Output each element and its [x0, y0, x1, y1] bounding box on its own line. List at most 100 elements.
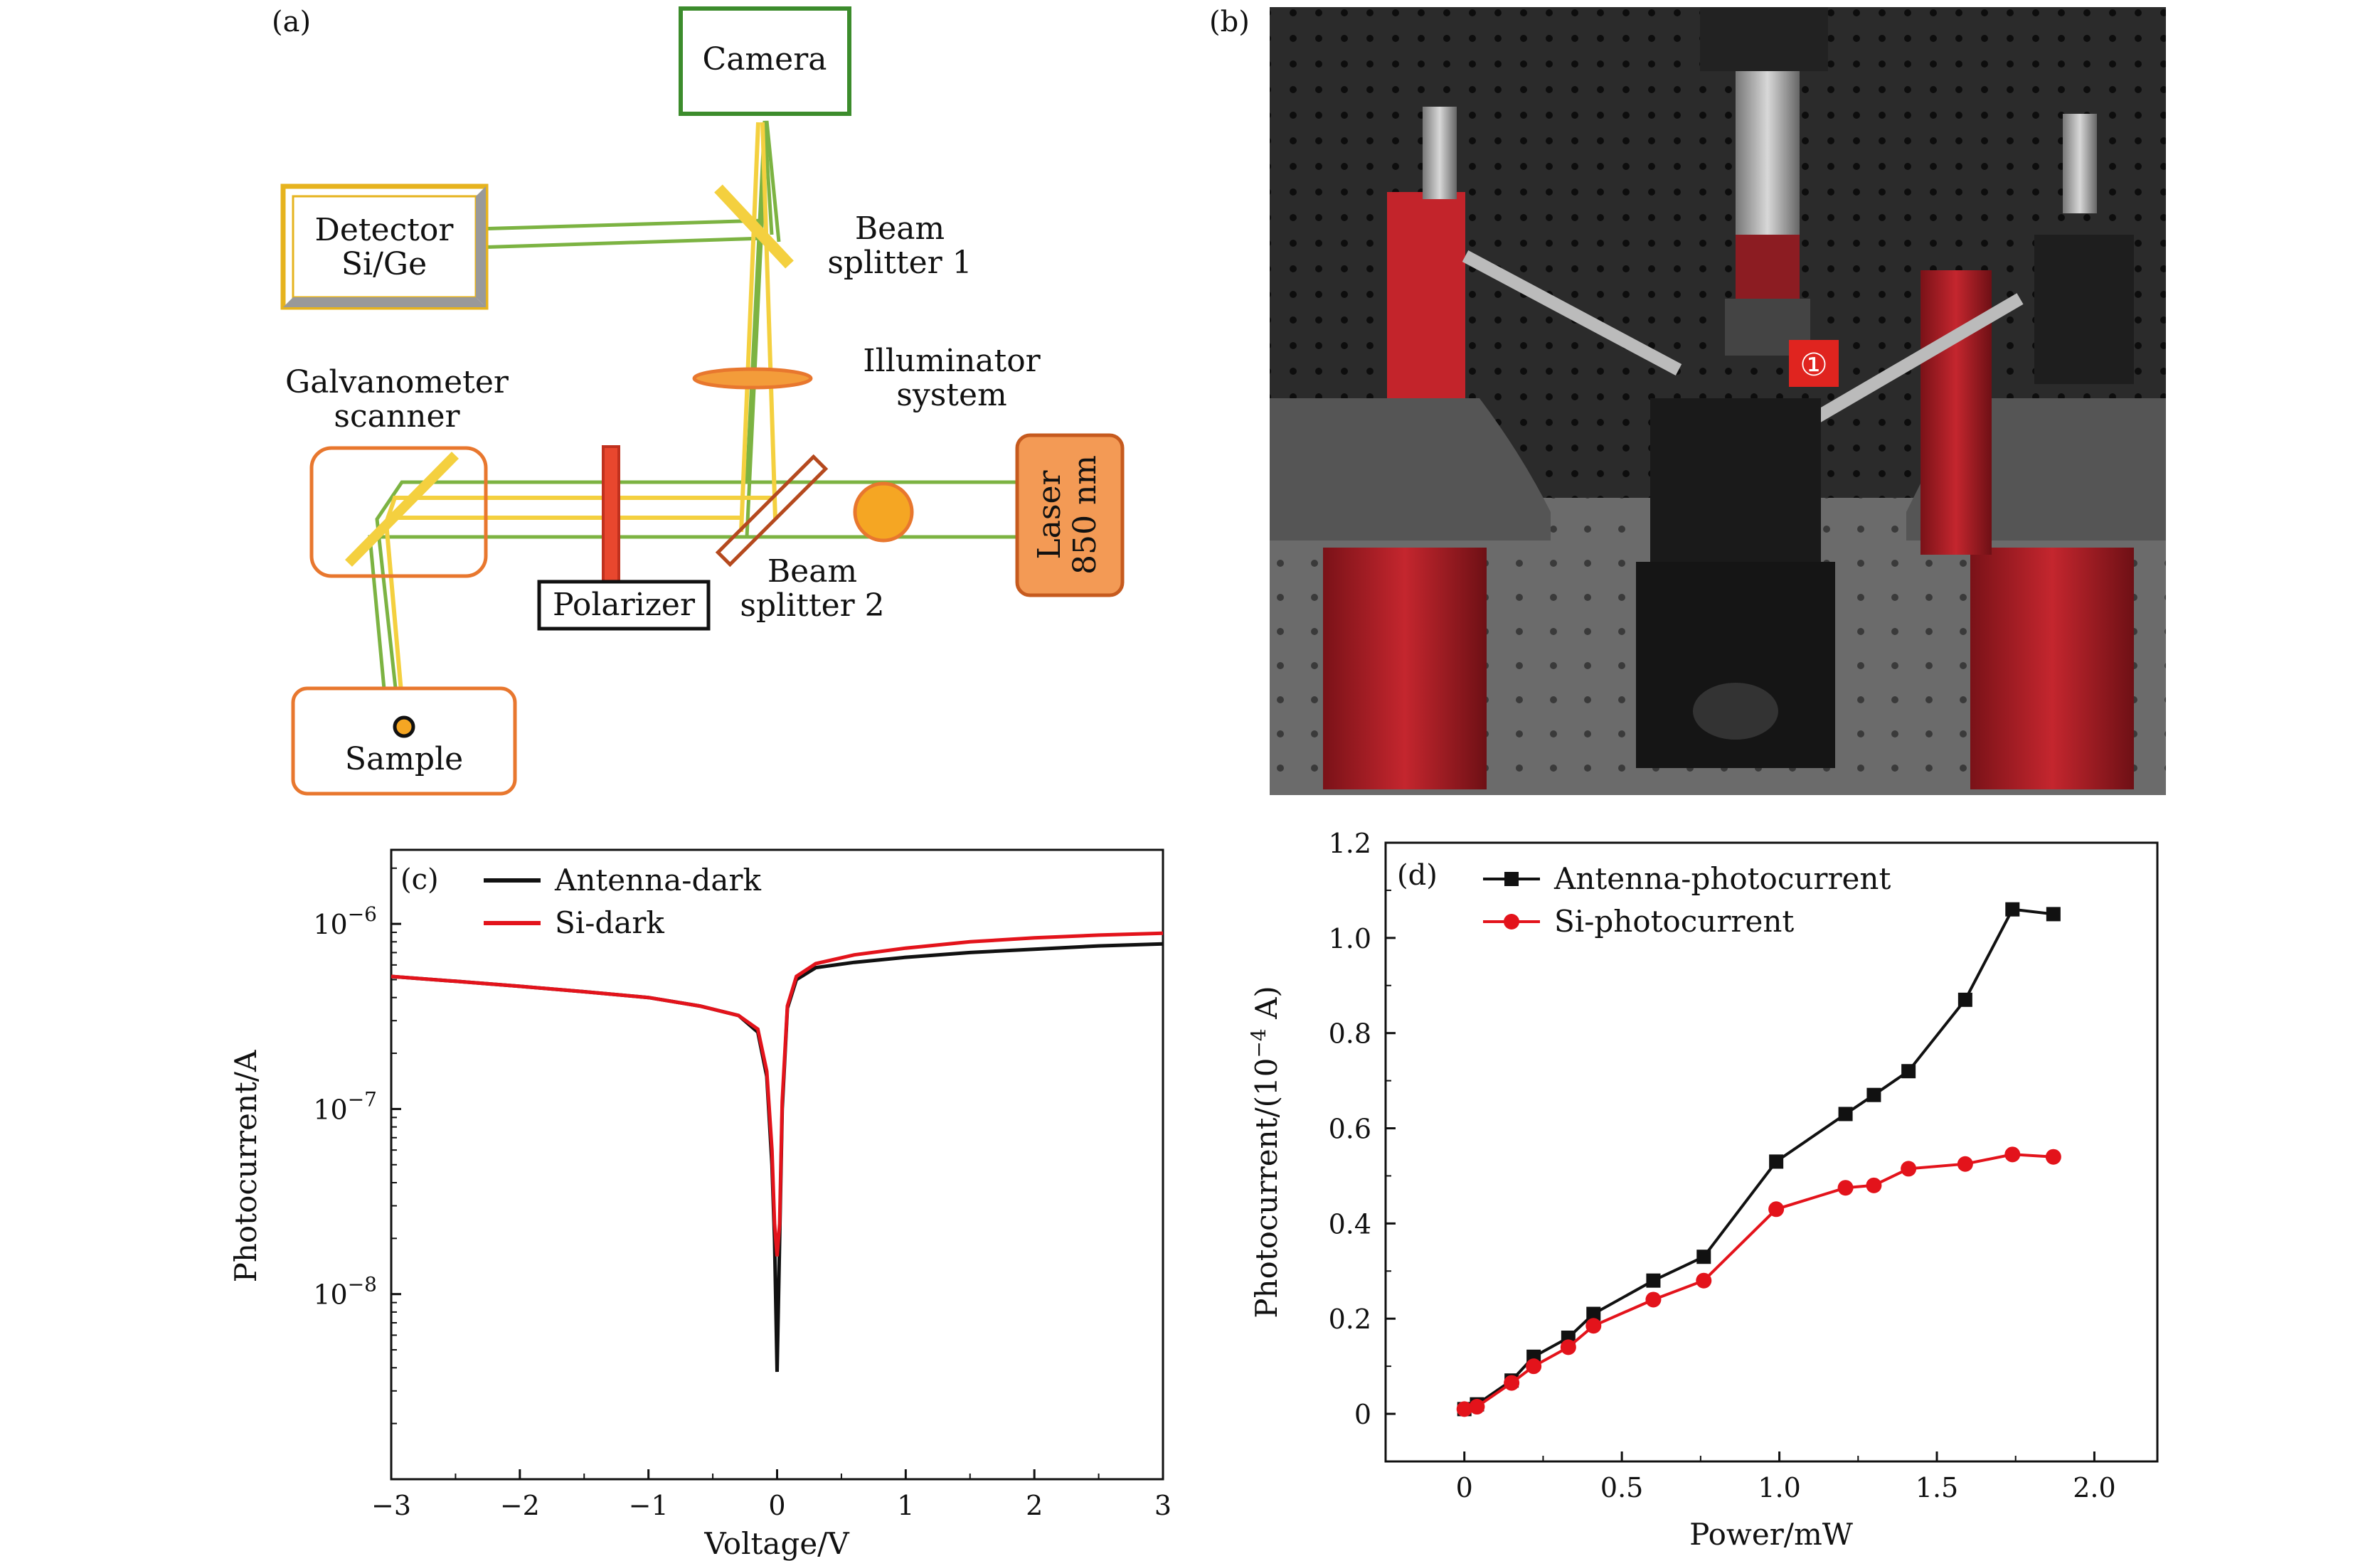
panel-a-label: (a) — [272, 6, 311, 38]
panel-c-series-line-0 — [391, 942, 1164, 1373]
microscope-head — [1700, 7, 1828, 71]
panel-c-y-ticks: 10−6 10−7 10−8 — [313, 867, 401, 1424]
panel-c-axes-frame — [390, 848, 1164, 1481]
panel-d-point-1 — [2045, 1149, 2061, 1165]
panel-c-series — [391, 931, 1164, 1373]
illuminator-label-2: system — [896, 377, 1006, 413]
polarizer-element — [602, 445, 620, 583]
panel-d-legend-label-1: Si-photocurrent — [1554, 904, 1794, 939]
illuminator-label-1: Illuminator — [863, 343, 1041, 379]
objective-ring — [1736, 235, 1800, 299]
panel-d-point-1 — [1866, 1177, 1882, 1193]
panel-c-x-tick-label: 0 — [768, 1490, 785, 1521]
detector-box: Detector Si/Ge — [280, 183, 489, 310]
right-micrometer — [2063, 114, 2097, 213]
panel-d-x-tick-label: 1.0 — [1758, 1472, 1800, 1503]
panel-c-y-axis-label: Photocurrent/A — [228, 1050, 263, 1282]
panel-d-point-1 — [1560, 1339, 1576, 1355]
panel-d-legend-marker-0 — [1504, 872, 1519, 886]
panel-c-x-tick-label: 2 — [1026, 1490, 1043, 1521]
panel-c-y-tick-label: 10−6 — [313, 902, 377, 940]
panel-c-y-tick-label: 10−8 — [313, 1273, 377, 1311]
sample-label: Sample — [345, 741, 463, 777]
panel-d-series — [1456, 902, 2061, 1417]
panel-d-point-0 — [1866, 1087, 1881, 1102]
panel-d-point-1 — [1526, 1358, 1542, 1375]
panel-d-y-tick-label: 0.8 — [1329, 1018, 1371, 1050]
panel-c-x-tick-label: −3 — [371, 1490, 411, 1521]
panel-d-point-1 — [1645, 1291, 1662, 1308]
left-micrometer — [1423, 107, 1457, 199]
panel-d-point-0 — [1586, 1306, 1601, 1321]
bs2-label-2: splitter 2 — [740, 587, 884, 624]
detector-label-2: Si/Ge — [341, 246, 427, 282]
panel-c-legend-label-0: Antenna-dark — [554, 863, 761, 897]
galvo-mirror — [345, 452, 459, 567]
panel-c-legend-label-1: Si-dark — [555, 905, 664, 940]
panel-d-point-1 — [1901, 1161, 1917, 1177]
left-manipulator — [1387, 192, 1465, 398]
green-beam-paths — [368, 120, 1016, 728]
polarizer-box: Polarizer — [537, 580, 711, 631]
panel-d-x-tick-label: 2.0 — [2073, 1472, 2115, 1503]
panel-d-point-1 — [1456, 1401, 1472, 1417]
panel-d-point-0 — [1696, 1250, 1711, 1264]
panel-d-point-1 — [2004, 1146, 2021, 1163]
xy-stage — [1650, 398, 1821, 569]
panel-c-x-tick-label: −2 — [500, 1490, 540, 1521]
polarizer-label: Polarizer — [553, 587, 696, 623]
panel-d-point-0 — [2005, 902, 2020, 917]
panel-d-axes-frame — [1384, 841, 2159, 1463]
panel-b-photo: (b) — [1209, 6, 2166, 795]
panel-b-label: (b) — [1209, 6, 1250, 38]
panel-d-point-0 — [2046, 907, 2061, 922]
panel-d-point-0 — [1646, 1273, 1661, 1288]
panel-d-x-tick-label: 0.5 — [1600, 1472, 1643, 1503]
panel-d-label: (d) — [1397, 859, 1438, 892]
galvo-label-1: Galvanometer — [285, 364, 509, 400]
panel-d-point-1 — [1696, 1272, 1712, 1289]
right-red-post-rear — [1921, 270, 1992, 555]
beam-splitter-1 — [714, 184, 794, 269]
panel-d-point-1 — [1768, 1201, 1785, 1218]
illuminator-lens — [692, 367, 813, 390]
camera-label: Camera — [703, 41, 827, 78]
focus-lens — [853, 481, 914, 543]
panel-d-point-1 — [1504, 1375, 1520, 1391]
galvanometer-scanner-box — [309, 446, 488, 578]
panel-c-x-tick-label: 1 — [897, 1490, 914, 1521]
panel-c-y-tick-label: 10−7 — [313, 1087, 377, 1125]
panel-d-point-1 — [1585, 1318, 1602, 1334]
detector-label-1: Detector — [315, 212, 455, 248]
panel-d-y-tick-label: 0.4 — [1329, 1208, 1371, 1240]
panel-d-point-1 — [1957, 1156, 1973, 1172]
panel-d-series-line-1 — [1464, 1153, 2054, 1411]
laser-label-1: Laser — [1031, 469, 1068, 559]
left-plate — [1270, 398, 1551, 540]
camera-box: Camera — [679, 6, 851, 116]
panel-c-x-tick-label: −1 — [629, 1490, 669, 1521]
panel-d-point-1 — [1837, 1180, 1854, 1196]
laser-box: Laser 850 nm — [1015, 433, 1125, 597]
bs2-label-1: Beam — [767, 553, 857, 590]
panel-d-x-tick-label: 0 — [1456, 1472, 1473, 1503]
panel-a-setup-diagram: (a) Camera Detector — [272, 6, 1125, 796]
left-probe-arm — [1462, 250, 1682, 375]
panel-d-y-ticks: 00.20.40.60.81.01.2 — [1329, 828, 1396, 1430]
panel-d-y-tick-label: 0 — [1354, 1399, 1371, 1430]
right-manipulator — [2034, 235, 2134, 384]
panel-d-y-axis-label: Photocurrent/(10−4 A) — [1247, 986, 1284, 1318]
marker-1-badge — [1789, 340, 1839, 387]
panel-d-y-tick-label: 0.2 — [1329, 1304, 1371, 1335]
left-red-post — [1323, 548, 1487, 789]
panel-d-point-0 — [1957, 992, 1972, 1007]
panel-c-x-ticks: −3 −2 −1 0 1 2 3 — [371, 1469, 1172, 1521]
panel-c-x-tick-label: 3 — [1154, 1490, 1172, 1521]
beam-splitter-2 — [715, 454, 829, 568]
